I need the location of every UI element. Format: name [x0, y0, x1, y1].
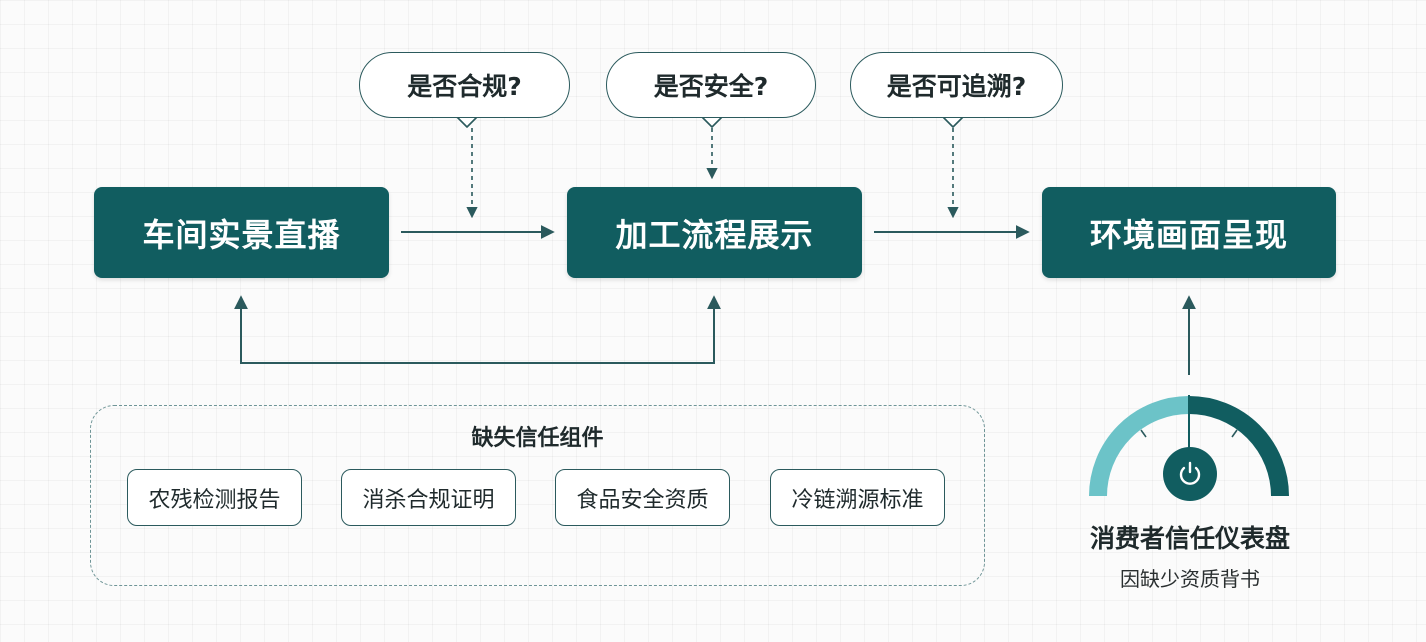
bubble-tail [942, 116, 964, 128]
question-bubble-traceability: 是否可追溯? [850, 52, 1063, 118]
question-bubble-safety: 是否安全? [606, 52, 816, 118]
gauge-arc-low [1089, 396, 1190, 497]
gauge-tick [1140, 429, 1147, 438]
stage-workshop-live: 车间实景直播 [94, 187, 389, 278]
stage-environment-view: 环境画面呈现 [1042, 187, 1336, 278]
bubble-tail [701, 116, 723, 128]
bubble-tail [456, 116, 478, 128]
component-disinfection-proof: 消杀合规证明 [341, 469, 516, 526]
component-food-safety-cert: 食品安全资质 [555, 469, 730, 526]
power-icon [1179, 461, 1201, 485]
question-bubble-compliance: 是否合规? [359, 52, 570, 118]
gauge-tick [1231, 429, 1238, 438]
component-pesticide-report: 农残检测报告 [127, 469, 302, 526]
gauge-arc-high [1188, 396, 1289, 497]
gauge-hub [1163, 447, 1217, 501]
gauge-title: 消费者信任仪表盘 [1089, 524, 1290, 553]
gauge-subtitle: 因缺少资质背书 [1120, 567, 1260, 591]
missing-components-group [90, 405, 985, 586]
trust-gauge [1089, 395, 1289, 501]
stage-process-display: 加工流程展示 [567, 187, 862, 278]
missing-components-title: 缺失信任组件 [471, 426, 604, 451]
feedback-loop [234, 295, 721, 364]
component-coldchain-standard: 冷链溯源标准 [770, 469, 945, 526]
